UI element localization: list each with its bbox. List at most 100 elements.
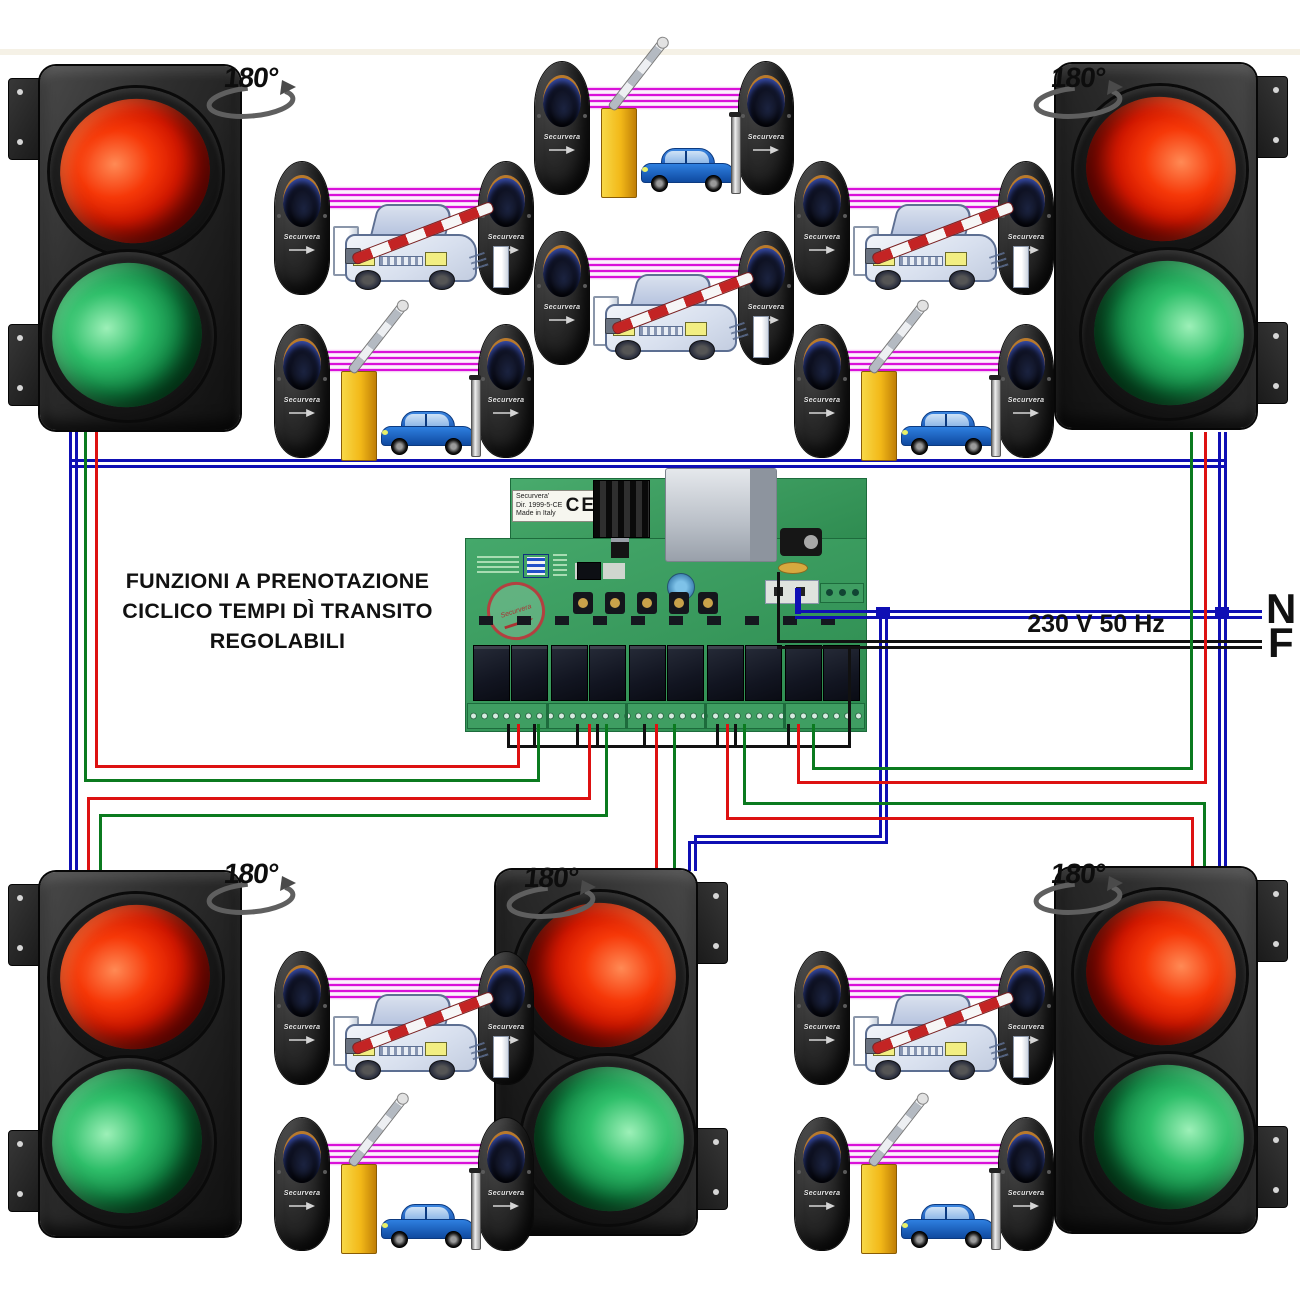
wire-red-topleft [517, 724, 520, 768]
i [17, 89, 23, 95]
wire-green-topright [812, 724, 815, 770]
rotation-180-label: 180° [203, 856, 299, 920]
wire-black-stub [533, 724, 536, 748]
i [581, 94, 747, 96]
dip-legend [553, 554, 567, 576]
optocoupler-ic [479, 616, 493, 625]
rotation-arrow-icon [1033, 80, 1123, 119]
photocell-logo: Securvera [803, 1190, 841, 1197]
rotation-angle-text: 180° [222, 858, 280, 889]
photocell-lens [803, 338, 841, 390]
i [841, 978, 1007, 980]
car-wheel [355, 270, 381, 290]
path [280, 876, 296, 891]
wire-blue-right [1224, 432, 1227, 871]
photocell-arrow-icon [493, 409, 519, 417]
i [625, 704, 628, 728]
photocell-arrow-icon [1013, 1202, 1039, 1210]
photocell-logo: Securvera [487, 397, 525, 404]
wire-junction [1215, 607, 1229, 619]
i [841, 1162, 1007, 1164]
receiver-post [493, 246, 509, 288]
photocell-arrow-icon [809, 1036, 835, 1044]
car-wheel [949, 270, 975, 290]
optocoupler-ic [669, 616, 683, 625]
photocell-lens [283, 965, 321, 1017]
car-wheel [391, 1231, 408, 1248]
i [713, 943, 719, 949]
optocoupler-ic [555, 616, 569, 625]
microcontroller-ic [577, 562, 601, 580]
wire-green-topright [815, 767, 1193, 770]
car-headlight [382, 1223, 388, 1228]
photocell-arrow-icon [289, 1202, 315, 1210]
photocell-transmitter: Securvera [795, 952, 849, 1084]
wire-blue-bus [69, 465, 1227, 468]
photocell-arrow-icon [809, 246, 835, 254]
green-lamp-housing [1078, 244, 1260, 422]
i [841, 200, 1007, 202]
photocell-transmitter: Securvera [275, 325, 329, 457]
relay [785, 645, 822, 701]
receiver-post [753, 316, 769, 358]
wire-green-bottomright [746, 802, 1206, 805]
board-origin: Made in Italy [516, 510, 556, 517]
wire-green-topleft [84, 432, 87, 782]
photocell-lens [283, 175, 321, 227]
gate-scene-lower-left: Securvera Securvera [275, 299, 533, 467]
barrier-cabinet [341, 371, 377, 461]
photocell-logo: Securvera [803, 397, 841, 404]
sensor-post [469, 375, 481, 457]
green-lens [36, 246, 218, 424]
path [580, 880, 596, 895]
photocell-logo: Securvera [487, 234, 525, 241]
photocell-lens [283, 338, 321, 390]
i [713, 1139, 719, 1145]
i [841, 363, 1007, 365]
wire-red-bottomleft [87, 797, 591, 800]
i [17, 139, 23, 145]
car-window [925, 1207, 969, 1219]
gate-scene-lower-right: Securvera Securvera [795, 299, 1053, 467]
i [841, 357, 1007, 359]
photocell-lens [283, 1131, 321, 1183]
car [381, 411, 475, 455]
i [1273, 891, 1279, 897]
board-brand: Securvera' [516, 493, 550, 500]
car-headlight [425, 1042, 447, 1056]
wire-green-bottomleft [99, 814, 102, 871]
green-lamp-housing [1078, 1048, 1260, 1226]
wire-blue-left [69, 432, 72, 871]
photocell-lens [1007, 965, 1045, 1017]
photocell-logo: Securvera [1007, 234, 1045, 241]
i [841, 984, 1007, 986]
i [546, 704, 549, 728]
i [841, 1144, 1007, 1146]
rotation-180-label: 180° [203, 60, 299, 124]
i [841, 188, 1007, 190]
car-headlight [945, 252, 967, 266]
barrier-cabinet [341, 1164, 377, 1254]
rotation-arrow-icon [1033, 876, 1123, 915]
i [713, 893, 719, 899]
wire-black-stub [576, 724, 579, 748]
photocell-logo: Securvera [283, 1024, 321, 1031]
photocell-logo: Securvera [283, 234, 321, 241]
photocell-lens [747, 245, 785, 297]
photocell-logo: Securvera [747, 304, 785, 311]
i [581, 106, 747, 108]
wire-green-topright [1190, 432, 1193, 770]
gate-scene-upper-left: Securvera Securvera [275, 162, 533, 304]
optocoupler-ic [517, 616, 531, 625]
i [321, 188, 487, 190]
i [17, 335, 23, 341]
wire-phase-bus [777, 646, 1262, 649]
photocell-transmitter: Securvera [275, 952, 329, 1084]
wire-red-topright [797, 724, 800, 784]
optocoupler-ic [745, 616, 759, 625]
i [17, 895, 23, 901]
i [841, 1156, 1007, 1158]
car [901, 411, 995, 455]
red-lamp-housing [44, 82, 226, 260]
